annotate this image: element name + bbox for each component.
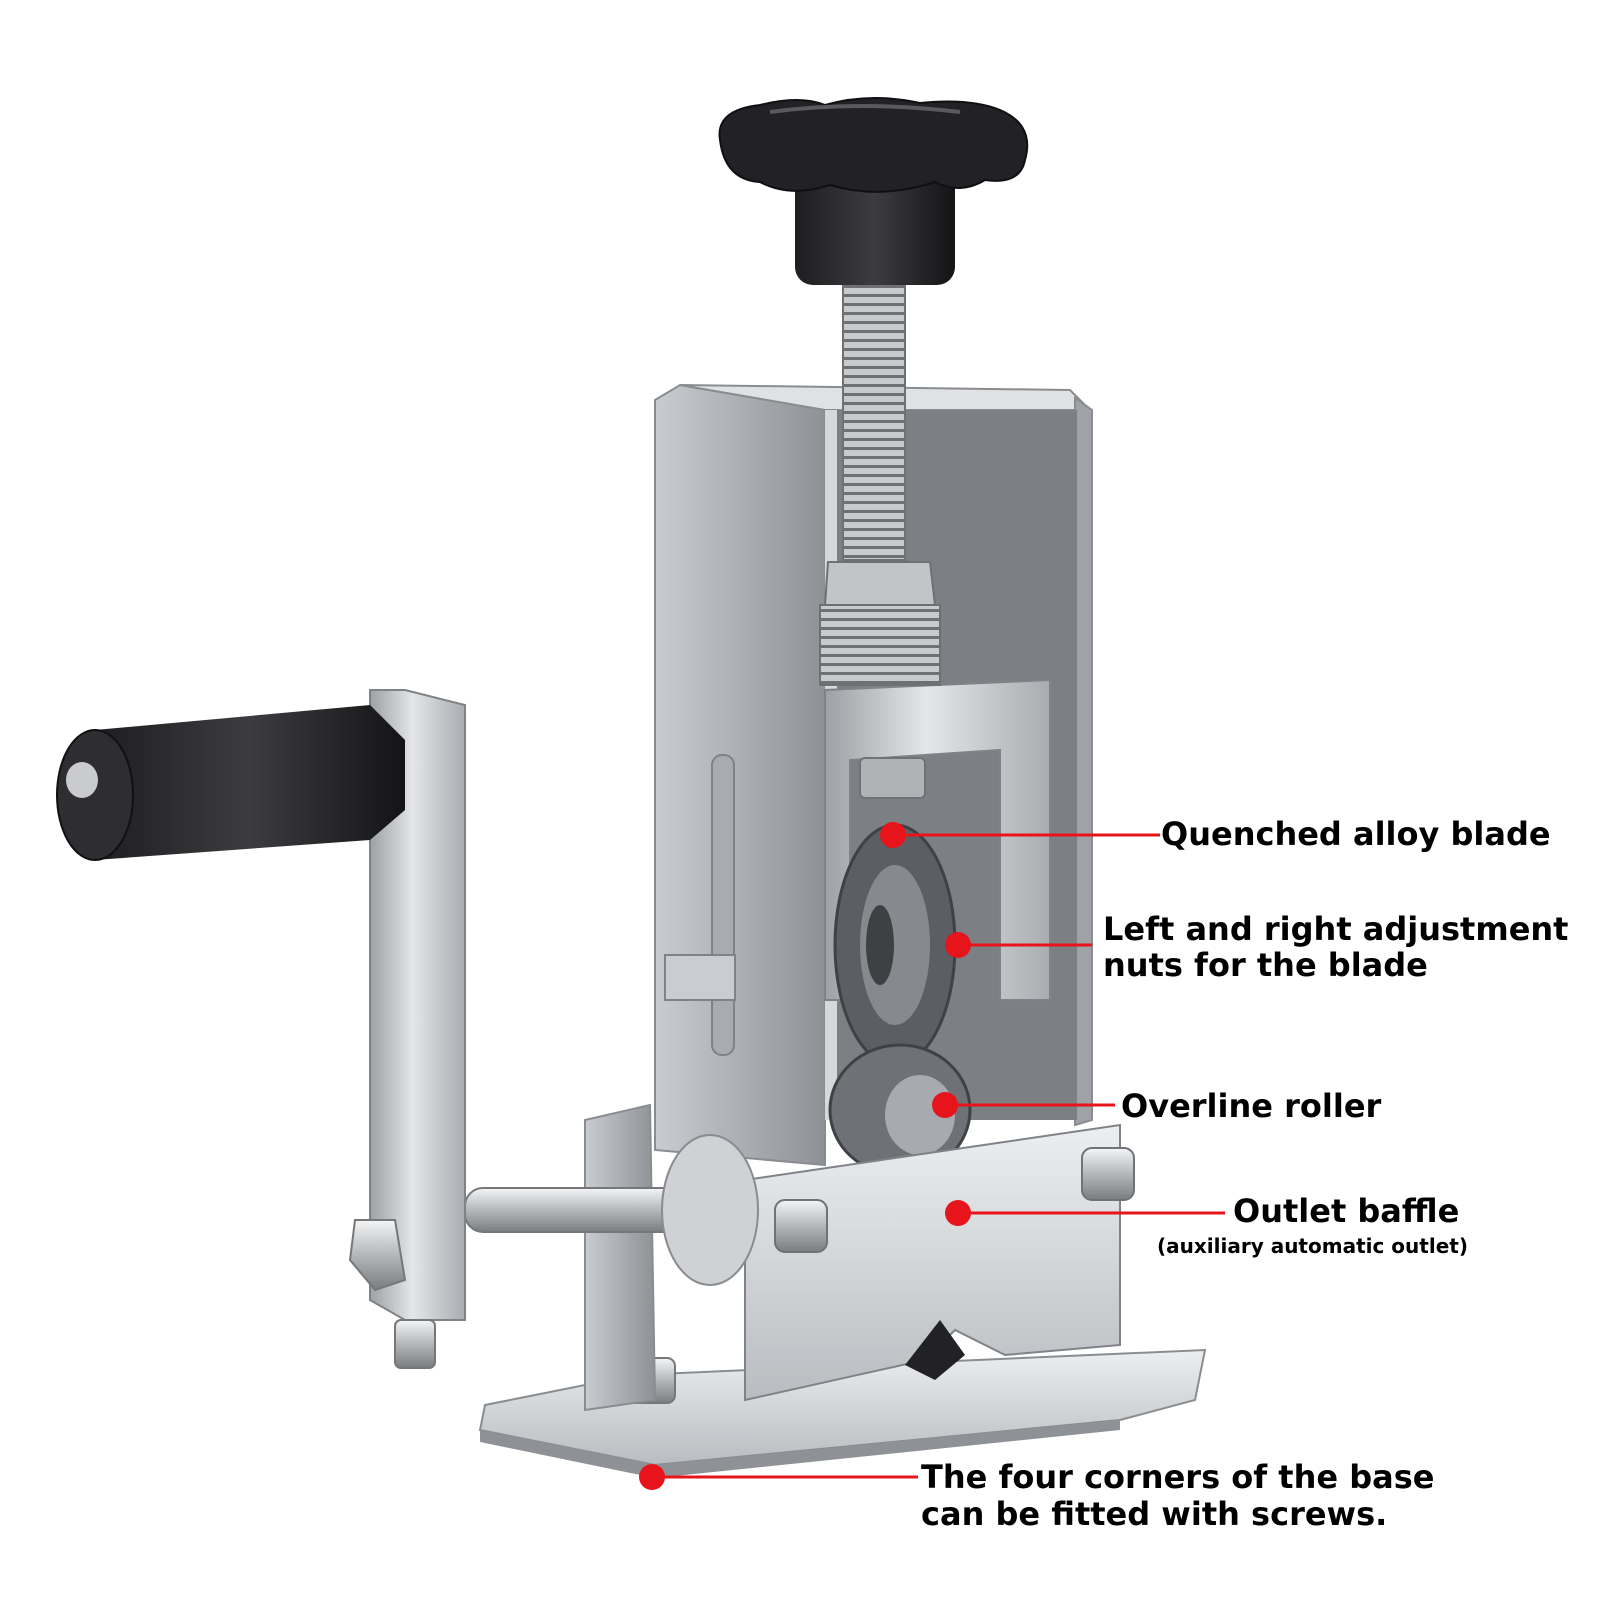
baffle-screw-right [1081, 1147, 1135, 1201]
label-quenched-alloy-blade: Quenched alloy blade [1161, 815, 1551, 853]
blade-marker-dot [880, 822, 906, 848]
crank-handle [56, 689, 759, 1369]
nuts-marker-dot [945, 932, 971, 958]
label-outlet-baffle-sub: (auxiliary automatic outlet) [1157, 1234, 1468, 1258]
label-base-line2: can be fitted with screws. [921, 1495, 1388, 1533]
label-adjustment-nuts-line1: Left and right adjustment [1103, 910, 1569, 948]
adjustment-screw [819, 279, 941, 686]
label-adjustment-nuts-line2: nuts for the blade [1103, 946, 1428, 984]
outlet-baffle-plate [744, 1123, 1135, 1402]
top-star-knob [718, 97, 1029, 285]
blade-assembly [828, 823, 972, 1177]
baffle-screw-left [774, 1199, 828, 1253]
rear-bracket [584, 1103, 657, 1412]
baffle-marker-dot [945, 1200, 971, 1226]
label-outlet-baffle: Outlet baffle [1233, 1192, 1460, 1230]
callout-leaders [639, 822, 1225, 1490]
label-base-line1: The four corners of the base [921, 1458, 1435, 1496]
base-marker-dot [639, 1464, 665, 1490]
roller-marker-dot [932, 1092, 958, 1118]
label-overline-roller: Overline roller [1121, 1087, 1382, 1125]
